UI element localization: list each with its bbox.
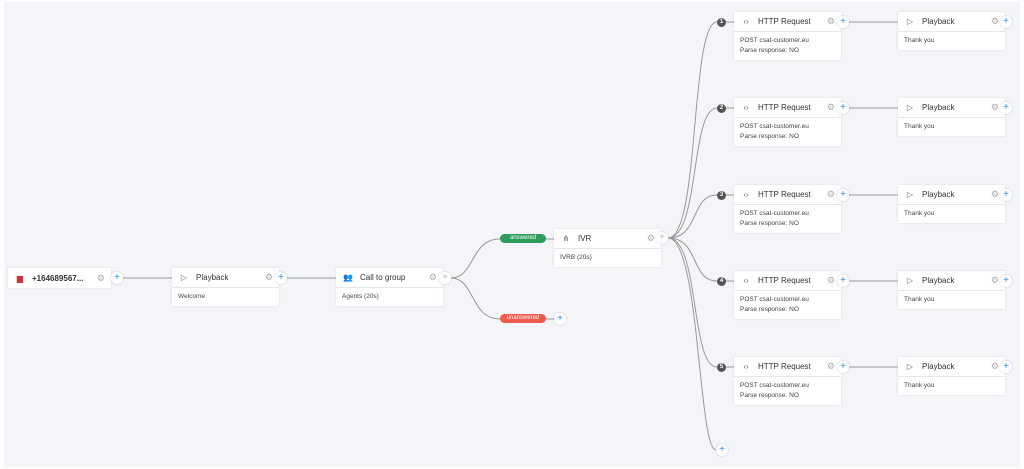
add-step-button[interactable]: + bbox=[1000, 361, 1012, 373]
play-icon: ▷ bbox=[180, 273, 188, 282]
node-body: Thank you bbox=[904, 210, 935, 217]
parse-response: Parse response: NO bbox=[740, 220, 799, 227]
gear-icon[interactable]: ⚙ bbox=[826, 102, 835, 112]
play-icon: ▷ bbox=[906, 17, 914, 26]
gear-icon[interactable]: ⚙ bbox=[826, 361, 835, 371]
gear-icon[interactable]: ⚙ bbox=[428, 272, 437, 282]
playback-node[interactable]: ▷ Playback ⚙ Thank you bbox=[898, 12, 1005, 50]
branch-number: 4 bbox=[717, 277, 726, 286]
gear-icon[interactable]: ⚙ bbox=[990, 16, 999, 26]
branch-number: 5 bbox=[717, 363, 726, 372]
add-step-button[interactable]: + bbox=[656, 232, 668, 244]
hierarchy-icon: ⋔ bbox=[562, 234, 570, 243]
node-title: HTTP Request bbox=[758, 276, 811, 285]
gear-icon[interactable]: ⚙ bbox=[264, 272, 273, 282]
request-url: POST csat-customer.eu bbox=[740, 210, 809, 217]
gear-icon[interactable]: ⚙ bbox=[990, 361, 999, 371]
ivr-node[interactable]: ⋔ IVR ⚙ IVRB (20s) bbox=[554, 229, 661, 267]
node-title: Call to group bbox=[360, 273, 406, 282]
add-step-button[interactable]: + bbox=[1000, 16, 1012, 28]
gear-icon[interactable]: ⚙ bbox=[990, 189, 999, 199]
request-url: POST csat-customer.eu bbox=[740, 296, 809, 303]
gear-icon[interactable]: ⚙ bbox=[826, 16, 835, 26]
phone-number: +164689567... bbox=[32, 273, 84, 283]
parse-response: Parse response: NO bbox=[740, 133, 799, 140]
gear-icon[interactable]: ⚙ bbox=[646, 233, 655, 243]
add-step-button[interactable]: + bbox=[1000, 275, 1012, 287]
node-body: Thank you bbox=[904, 123, 935, 130]
node-title: HTTP Request bbox=[758, 103, 811, 112]
add-step-button[interactable]: + bbox=[275, 272, 287, 284]
request-url: POST csat-customer.eu bbox=[740, 123, 809, 130]
code-icon: ‹› bbox=[743, 190, 749, 199]
node-title: Playback bbox=[922, 17, 955, 26]
parse-response: Parse response: NO bbox=[740, 47, 799, 54]
code-icon: ‹› bbox=[743, 276, 749, 285]
playback-node[interactable]: ▷ Playback ⚙ Welcome bbox=[172, 268, 279, 306]
parse-response: Parse response: NO bbox=[740, 306, 799, 313]
branch-number: 3 bbox=[717, 191, 726, 200]
add-step-button[interactable]: + bbox=[837, 16, 849, 28]
us-flag-icon: ▆ bbox=[16, 273, 24, 283]
node-title: Playback bbox=[922, 362, 955, 371]
node-title: Playback bbox=[922, 103, 955, 112]
add-step-button[interactable]: + bbox=[837, 102, 849, 114]
gear-icon[interactable]: ⚙ bbox=[990, 102, 999, 112]
gear-icon[interactable]: ⚙ bbox=[96, 272, 105, 283]
node-title: HTTP Request bbox=[758, 190, 811, 199]
branch-number: 1 bbox=[717, 18, 726, 27]
code-icon: ‹› bbox=[743, 17, 749, 26]
branch-number: 2 bbox=[717, 104, 726, 113]
node-body: Thank you bbox=[904, 37, 935, 44]
playback-node[interactable]: ▷ Playback ⚙ Thank you bbox=[898, 357, 1005, 395]
node-body: Thank you bbox=[904, 382, 935, 389]
parse-response: Parse response: NO bbox=[740, 392, 799, 399]
gear-icon[interactable]: ⚙ bbox=[990, 275, 999, 285]
code-icon: ‹› bbox=[743, 103, 749, 112]
code-icon: ‹› bbox=[743, 362, 749, 371]
gear-icon[interactable]: ⚙ bbox=[826, 275, 835, 285]
start-node[interactable]: ▆ +164689567... ⚙ bbox=[8, 268, 111, 288]
node-title: HTTP Request bbox=[758, 17, 811, 26]
play-icon: ▷ bbox=[906, 362, 914, 371]
play-icon: ▷ bbox=[906, 190, 914, 199]
add-step-button[interactable]: + bbox=[111, 272, 123, 284]
add-step-button[interactable]: + bbox=[837, 275, 849, 287]
answered-label: answered bbox=[500, 234, 546, 243]
playback-node[interactable]: ▷ Playback ⚙ Thank you bbox=[898, 271, 1005, 309]
play-icon: ▷ bbox=[906, 103, 914, 112]
playback-node[interactable]: ▷ Playback ⚙ Thank you bbox=[898, 98, 1005, 136]
node-body: Agents (20s) bbox=[342, 293, 379, 300]
add-branch-button[interactable]: + bbox=[716, 444, 728, 456]
add-step-button[interactable]: + bbox=[837, 361, 849, 373]
node-title: IVR bbox=[578, 234, 592, 243]
add-step-button[interactable]: + bbox=[1000, 189, 1012, 201]
node-body: IVRB (20s) bbox=[560, 254, 592, 261]
play-icon: ▷ bbox=[906, 276, 914, 285]
call-to-group-node[interactable]: 👥 Call to group ⚙ Agents (20s) bbox=[336, 268, 443, 306]
node-body: Welcome bbox=[178, 293, 205, 300]
group-icon: 👥 bbox=[343, 273, 353, 282]
add-unanswered-step-button[interactable]: + bbox=[554, 313, 566, 325]
add-step-button[interactable]: + bbox=[1000, 102, 1012, 114]
gear-icon[interactable]: ⚙ bbox=[826, 189, 835, 199]
node-title: Playback bbox=[922, 190, 955, 199]
add-step-button[interactable]: + bbox=[837, 189, 849, 201]
node-title: Playback bbox=[922, 276, 955, 285]
request-url: POST csat-customer.eu bbox=[740, 382, 809, 389]
node-title: Playback bbox=[196, 273, 229, 282]
playback-node[interactable]: ▷ Playback ⚙ Thank you bbox=[898, 185, 1005, 223]
unanswered-label: unanswered bbox=[500, 314, 546, 323]
add-step-button[interactable]: + bbox=[439, 272, 451, 284]
request-url: POST csat-customer.eu bbox=[740, 37, 809, 44]
node-title: HTTP Request bbox=[758, 362, 811, 371]
node-body: Thank you bbox=[904, 296, 935, 303]
